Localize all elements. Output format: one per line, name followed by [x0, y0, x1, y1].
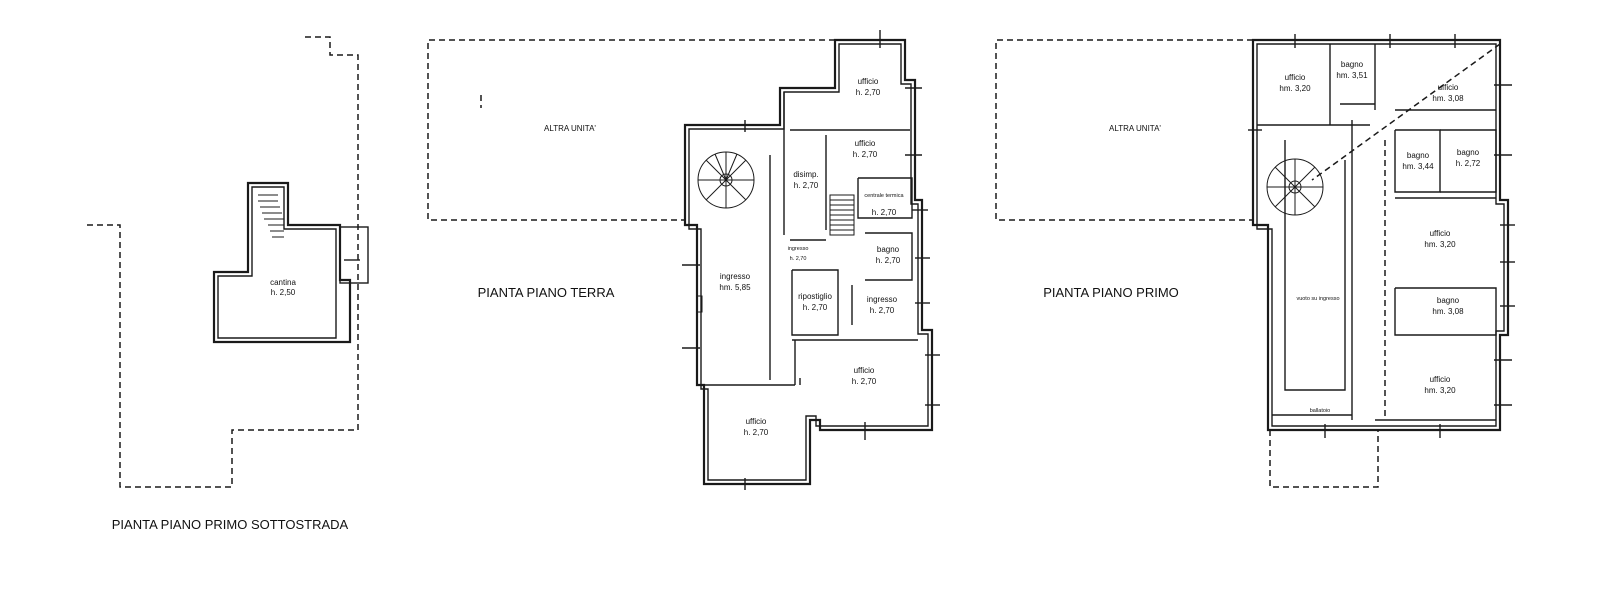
room-height: h. 2,70 — [790, 256, 807, 262]
plan-title: PIANTA PIANO PRIMO SOTTOSTRADA — [112, 517, 349, 532]
room-height: h. 2,70 — [803, 303, 828, 312]
plan-basement: cantina h. 2,50 PIANTA PIANO PRIMO SOTTO… — [84, 36, 369, 532]
ground-outer-walls — [683, 38, 934, 486]
room-height: h. 2,72 — [1456, 159, 1481, 168]
cantina-walls — [212, 181, 352, 344]
room-height: hm. 3,51 — [1336, 71, 1368, 80]
room-name: ufficio — [855, 139, 876, 148]
basement-stair — [258, 194, 284, 238]
room-height: h. 2,70 — [744, 428, 769, 437]
room-name: vuoto su ingresso — [1296, 296, 1339, 302]
room-height: h. 2,70 — [872, 208, 897, 217]
room-name: ufficio — [1430, 375, 1451, 384]
neighbor-label: ALTRA UNITA' — [544, 124, 596, 133]
ground-stair — [829, 194, 855, 236]
neighbor-unit-boundary — [995, 39, 1253, 221]
room-name: bagno — [1407, 151, 1430, 160]
room-name: ufficio — [1285, 73, 1306, 82]
room-height: hm. 3,20 — [1424, 386, 1456, 395]
room-name: bagno — [877, 245, 900, 254]
room-name: bagno — [1457, 148, 1480, 157]
room-height: h. 2,50 — [271, 288, 296, 297]
neighbor-label: ALTRA UNITA' — [1109, 124, 1161, 133]
spiral-stair — [697, 151, 755, 209]
plan-ground-floor: ALTRA UNITA' PIANTA PIANO TERRA — [427, 30, 940, 490]
room-name: ufficio — [746, 417, 767, 426]
plan-first-floor: ALTRA UNITA' PIANTA PIANO PRIMO — [995, 34, 1515, 488]
spiral-stair — [1266, 158, 1324, 216]
room-name: centrale termica — [864, 193, 904, 199]
plan-title: PIANTA PIANO PRIMO — [1043, 285, 1179, 300]
room-name: ufficio — [1430, 229, 1451, 238]
first-outer-walls — [1251, 38, 1510, 432]
room-name: disimp. — [793, 170, 818, 179]
room-name: ingresso — [867, 295, 898, 304]
room-name: ufficio — [858, 77, 879, 86]
room-name: bagno — [1437, 296, 1460, 305]
room-height: hm. 3,20 — [1424, 240, 1456, 249]
room-height: h. 2,70 — [853, 150, 878, 159]
room-height: h. 2,70 — [870, 306, 895, 315]
room-height: hm. 3,44 — [1402, 162, 1434, 171]
basement-boundary — [84, 36, 359, 488]
room-height: hm. 5,85 — [719, 283, 751, 292]
neighbor-unit-boundary — [427, 39, 835, 221]
room-height: h. 2,70 — [794, 181, 819, 190]
room-height: h. 2,70 — [876, 256, 901, 265]
room-height: h. 2,70 — [856, 88, 881, 97]
room-name: cantina — [270, 278, 296, 287]
room-name: ballatoio — [1310, 408, 1331, 414]
room-height: hm. 3,20 — [1279, 84, 1311, 93]
room-height: hm. 3,08 — [1432, 94, 1464, 103]
room-name: ingresso — [788, 246, 809, 252]
room-name: ingresso — [720, 272, 751, 281]
plan-title: PIANTA PIANO TERRA — [478, 285, 615, 300]
room-name: ripostiglio — [798, 292, 832, 301]
room-name: ufficio — [1438, 83, 1459, 92]
room-name: ufficio — [854, 366, 875, 375]
room-name: bagno — [1341, 60, 1364, 69]
room-height: h. 2,70 — [852, 377, 877, 386]
room-height: hm. 3,08 — [1432, 307, 1464, 316]
